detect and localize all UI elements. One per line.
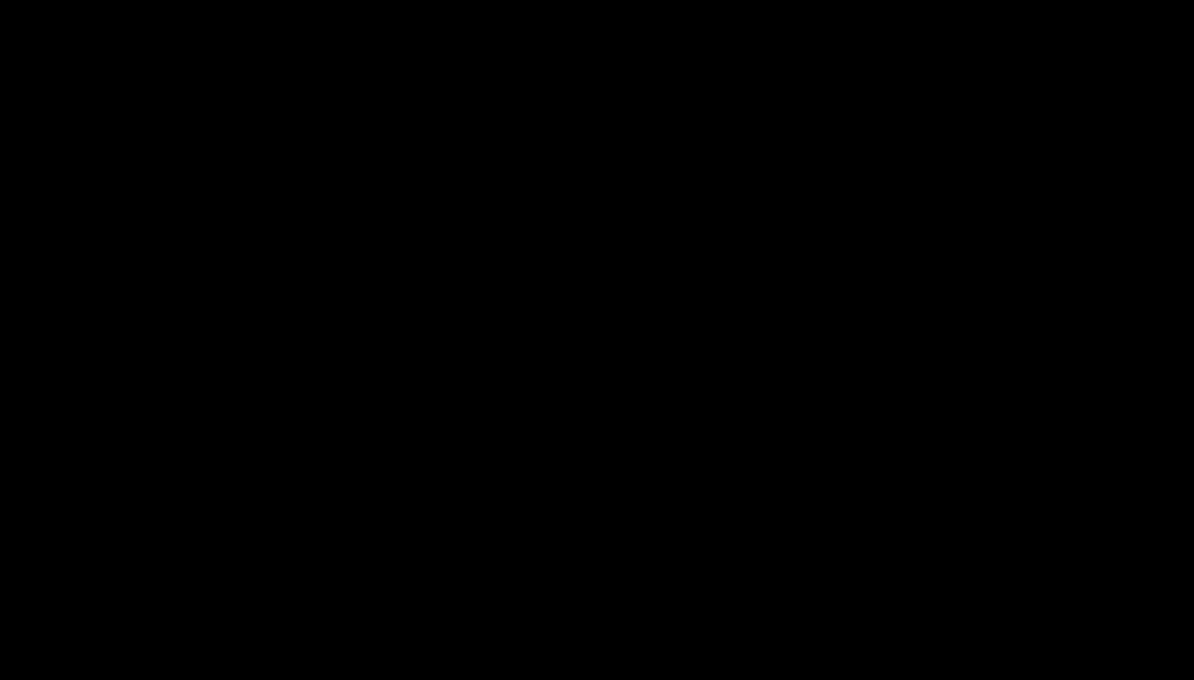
cad-drawing	[0, 0, 1194, 680]
cad-canvas	[0, 0, 1194, 680]
